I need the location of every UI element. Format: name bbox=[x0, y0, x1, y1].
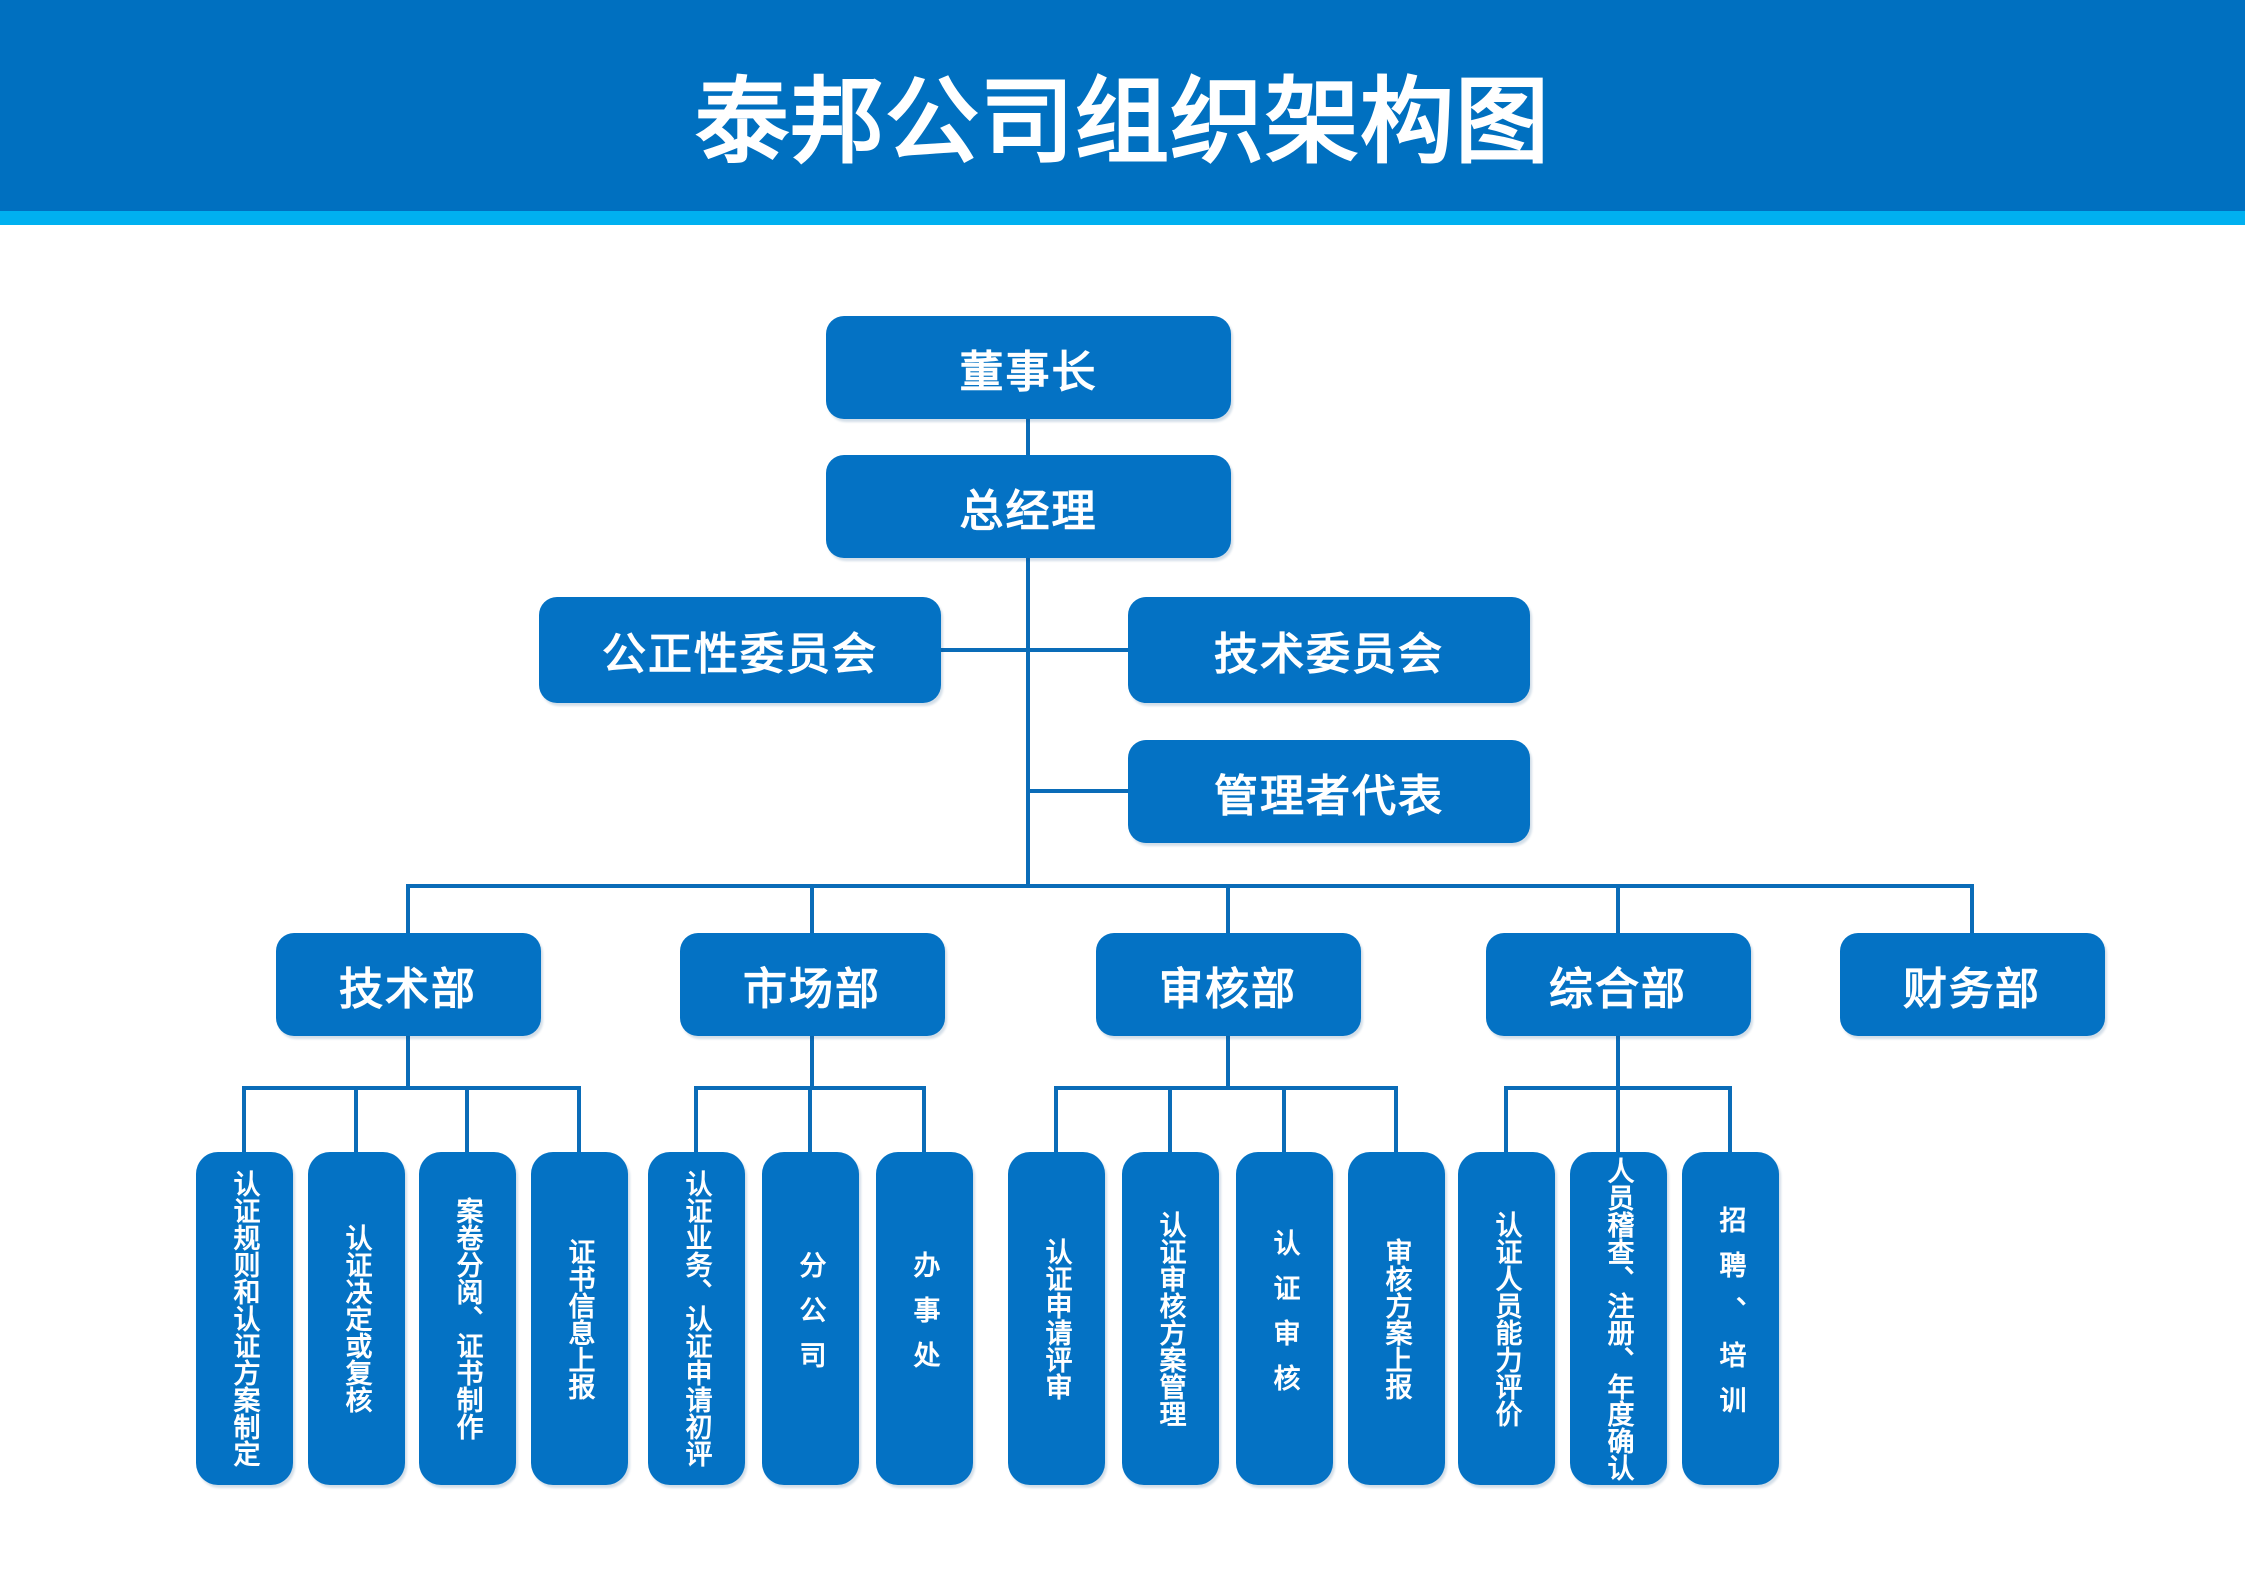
connector-leaf-drop bbox=[354, 1086, 358, 1152]
node-dept-finance: 财务部 bbox=[1839, 933, 2105, 1036]
node-dept-technical: 技术部 bbox=[275, 933, 541, 1036]
connector-management-representative bbox=[1026, 789, 1128, 793]
node-cert-rules-and-scheme-drafting: 认证规则和认证方案制定 bbox=[195, 1152, 293, 1485]
connector-department-rail bbox=[406, 884, 1974, 888]
node-dept-audit: 审核部 bbox=[1095, 933, 1361, 1036]
node-cert-info-reporting: 证书信息上报 bbox=[530, 1152, 628, 1485]
connector-drop-marketing-dept bbox=[810, 884, 814, 933]
connector-leaf-drop bbox=[1504, 1086, 1508, 1152]
node-cert-audit: 认证审核 bbox=[1235, 1152, 1333, 1485]
connector-leaf-drop bbox=[694, 1086, 698, 1152]
node-cert-application-review: 认证申请评审 bbox=[1007, 1152, 1105, 1485]
node-branch-company: 分公司 bbox=[761, 1152, 859, 1485]
connector-leaf-drop bbox=[242, 1086, 246, 1152]
connector-rail-audit-children bbox=[1054, 1086, 1398, 1090]
node-recruitment-training: 招聘、培训 bbox=[1681, 1152, 1779, 1485]
node-impartiality-committee: 公正性委员会 bbox=[539, 597, 941, 703]
banner-accent-strip bbox=[0, 211, 2245, 225]
connector-rail-technical-children bbox=[242, 1086, 581, 1090]
connector-leaf-drop bbox=[465, 1086, 469, 1152]
node-technical-committee: 技术委员会 bbox=[1128, 597, 1530, 703]
connector-stem-audit-dept bbox=[1226, 1036, 1230, 1090]
connector-leaf-drop bbox=[1168, 1086, 1172, 1152]
connector-leaf-drop bbox=[1616, 1086, 1620, 1152]
connector-stem-general-dept bbox=[1616, 1036, 1620, 1090]
connector-committees bbox=[941, 648, 1128, 652]
org-chart-canvas: 董事长 总经理 公正性委员会 技术委员会 管理者代表 技术部 市场部 审核部 综… bbox=[0, 225, 2245, 1587]
node-audit-scheme-reporting: 审核方案上报 bbox=[1347, 1152, 1445, 1485]
node-general-manager: 总经理 bbox=[826, 455, 1231, 558]
connector-leaf-drop bbox=[1728, 1086, 1732, 1152]
connector-leaf-drop bbox=[1282, 1086, 1286, 1152]
connector-leaf-drop bbox=[808, 1086, 812, 1152]
connector-stem-technical-dept bbox=[406, 1036, 410, 1090]
connector-drop-technical-dept bbox=[406, 884, 410, 933]
connector-stem-marketing-dept bbox=[810, 1036, 814, 1090]
node-personnel-audit-registration-annual-confirmation: 人员稽查、注册、年度确认 bbox=[1569, 1152, 1667, 1485]
page-title: 泰邦公司组织架构图 bbox=[694, 68, 1550, 174]
node-file-review-cert-production: 案卷分阅、证书制作 bbox=[418, 1152, 516, 1485]
connector-leaf-drop bbox=[1394, 1086, 1398, 1152]
node-cert-business-initial-evaluation: 认证业务、认证申请初评 bbox=[647, 1152, 745, 1485]
node-chairman: 董事长 bbox=[826, 316, 1231, 419]
connector-drop-audit-dept bbox=[1226, 884, 1230, 933]
connector-leaf-drop bbox=[1054, 1086, 1058, 1152]
node-dept-general-affairs: 综合部 bbox=[1485, 933, 1751, 1036]
node-dept-marketing: 市场部 bbox=[679, 933, 945, 1036]
connector-leaf-drop bbox=[922, 1086, 926, 1152]
node-cert-audit-scheme-management: 认证审核方案管理 bbox=[1121, 1152, 1219, 1485]
connector-drop-general-dept bbox=[1616, 884, 1620, 933]
node-cert-decision-or-review: 认证决定或复核 bbox=[307, 1152, 405, 1485]
node-cert-personnel-competence-evaluation: 认证人员能力评价 bbox=[1457, 1152, 1555, 1485]
node-representative-office: 办事处 bbox=[875, 1152, 973, 1485]
node-management-representative: 管理者代表 bbox=[1128, 740, 1530, 843]
connector-chairman-gm bbox=[1026, 419, 1030, 455]
title-banner: 泰邦公司组织架构图 bbox=[0, 0, 2245, 211]
connector-drop-finance-dept bbox=[1970, 884, 1974, 933]
connector-leaf-drop bbox=[577, 1086, 581, 1152]
connector-trunk bbox=[1026, 558, 1030, 888]
